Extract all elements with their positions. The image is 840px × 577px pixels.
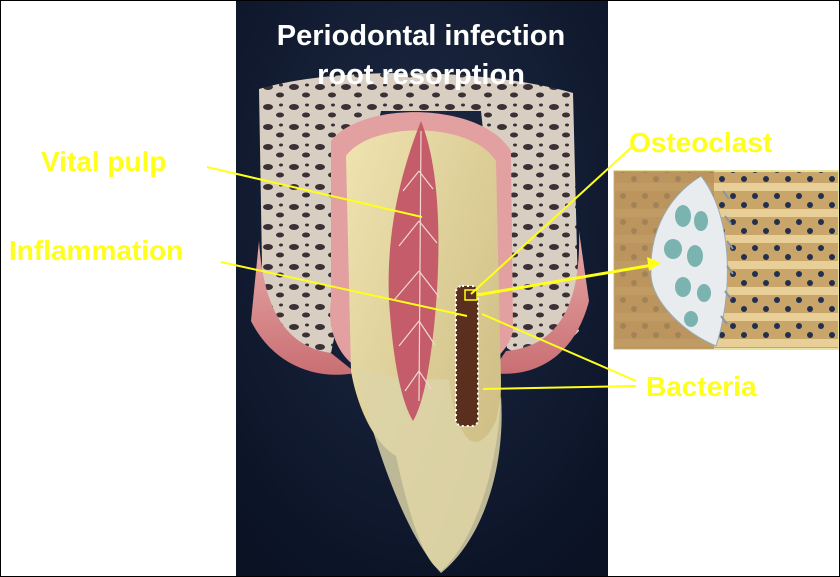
title-line-1: Periodontal infection [277,20,565,52]
label-bacteria: Bacteria [646,371,757,402]
label-vital-pulp: Vital pulp [41,146,167,177]
resorption-lesion [456,286,478,426]
title-line-2: root resorption [317,59,525,91]
label-osteoclast: Osteoclast [629,127,772,158]
label-inflammation: Inflammation [9,235,183,266]
